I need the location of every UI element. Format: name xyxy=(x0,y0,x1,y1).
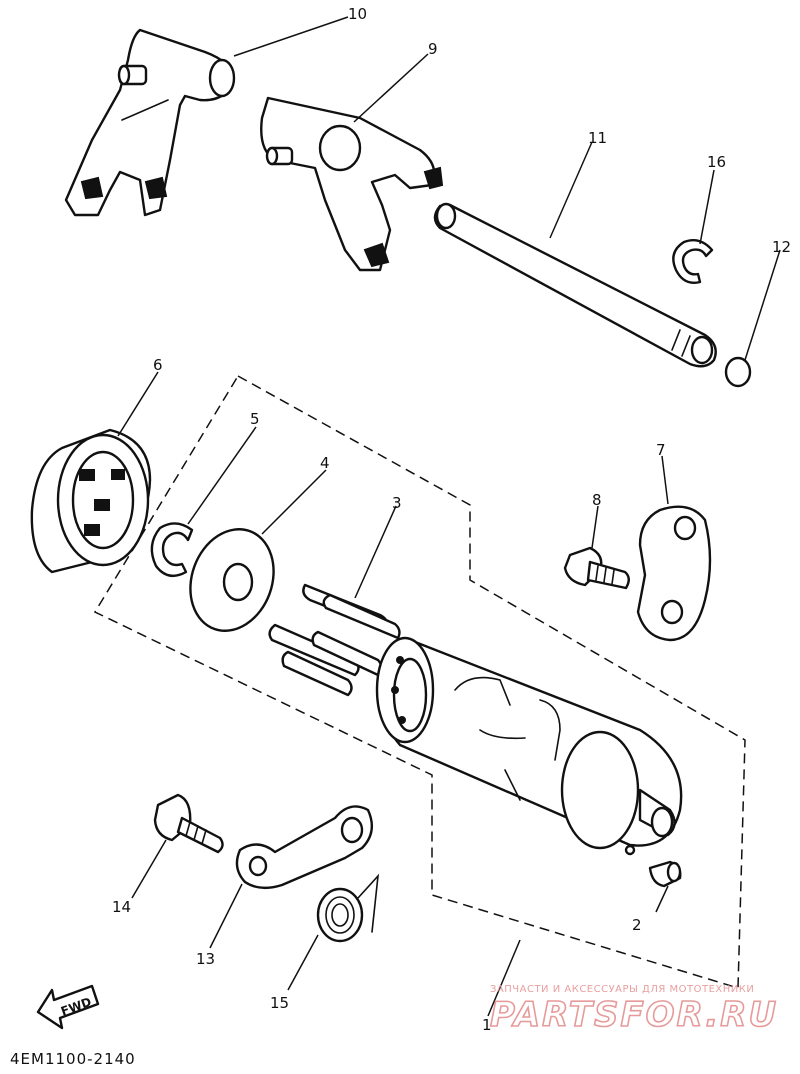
callout-6: 6 xyxy=(153,356,163,374)
part-3-pins xyxy=(268,583,401,697)
callout-16: 16 xyxy=(707,153,726,171)
part-16-circlip xyxy=(672,239,714,284)
part-11-guide-bar xyxy=(433,202,717,368)
callout-15: 15 xyxy=(270,994,289,1012)
callout-labels: 10 9 11 16 12 6 5 4 3 7 8 2 14 13 15 1 xyxy=(112,5,791,1034)
watermark: ЗАПЧАСТИ И АКСЕССУАРЫ ДЛЯ МОТОТЕХНИКИ PA… xyxy=(489,984,778,1036)
callout-2: 2 xyxy=(632,916,642,934)
part-10-shift-fork xyxy=(64,28,236,217)
leader-lines xyxy=(117,16,781,1017)
callout-3: 3 xyxy=(392,494,402,512)
callout-1: 1 xyxy=(482,1016,492,1034)
diagram-code: 4EM1100-2140 xyxy=(10,1050,136,1068)
assembly-boundary xyxy=(93,374,746,990)
part-13-stopper-lever xyxy=(235,805,374,890)
callout-5: 5 xyxy=(250,410,260,428)
part-5-circlip xyxy=(150,522,194,578)
part-2-pin xyxy=(648,860,682,888)
part-15-torsion-spring xyxy=(316,873,380,943)
callout-8: 8 xyxy=(592,491,602,509)
callout-12: 12 xyxy=(772,238,791,256)
part-9-shift-fork xyxy=(260,96,444,272)
callout-4: 4 xyxy=(320,454,330,472)
callout-14: 14 xyxy=(112,898,131,916)
part-4-washer xyxy=(189,528,275,632)
part-1-shift-drum xyxy=(375,636,683,856)
part-6-bearing xyxy=(30,428,152,574)
callout-10: 10 xyxy=(348,5,367,23)
callout-9: 9 xyxy=(428,40,438,58)
callout-13: 13 xyxy=(196,950,215,968)
part-12-o-ring xyxy=(724,356,752,388)
fwd-arrow: FWD xyxy=(36,984,100,1030)
part-14-bolt xyxy=(153,793,224,854)
callout-7: 7 xyxy=(656,441,666,459)
watermark-brand: PARTSFOR.RU xyxy=(490,995,778,1035)
watermark-tagline: ЗАПЧАСТИ И АКСЕССУАРЫ ДЛЯ МОТОТЕХНИКИ xyxy=(490,984,754,995)
part-7-plate xyxy=(636,505,712,642)
part-8-bolt xyxy=(563,546,630,590)
callout-11: 11 xyxy=(588,129,607,147)
